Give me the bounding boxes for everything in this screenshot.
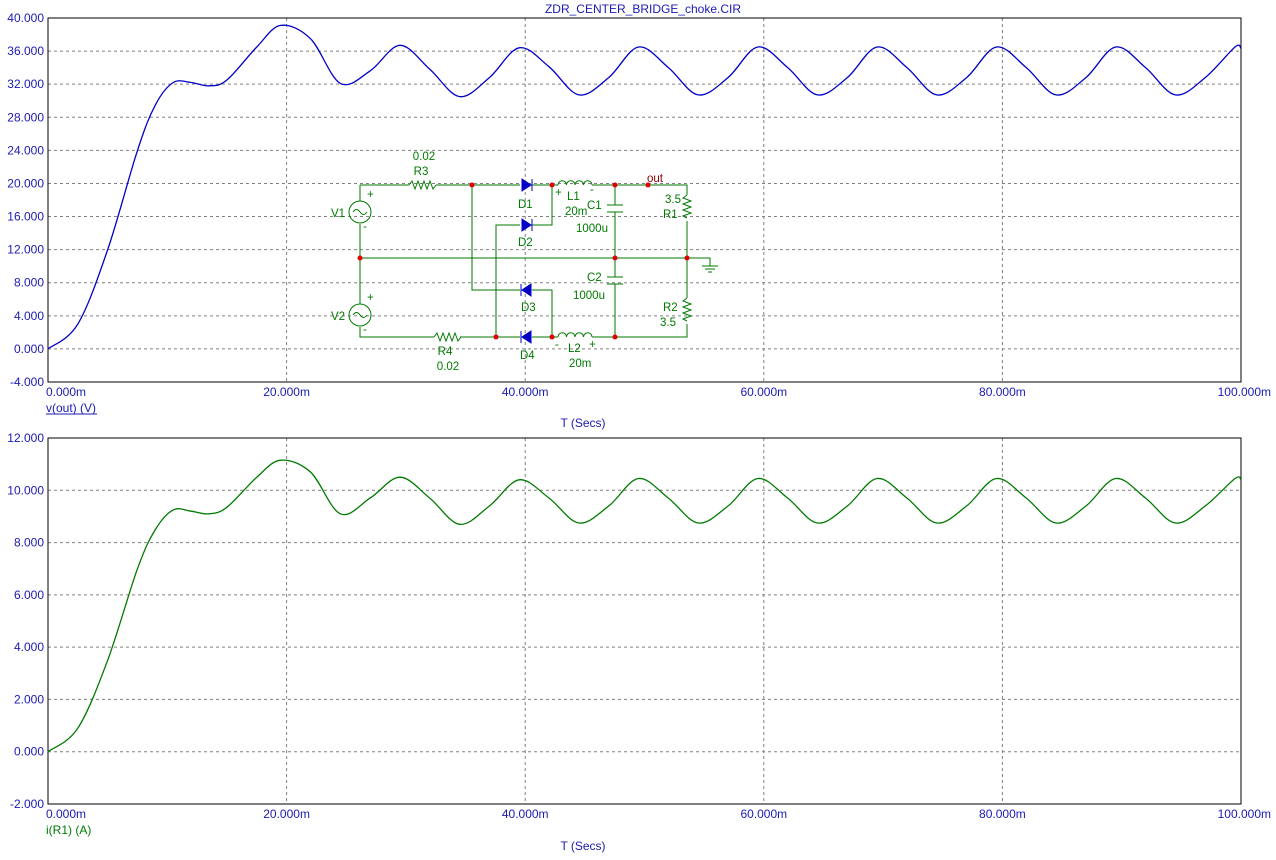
- r3-value: 0.02: [413, 151, 435, 163]
- l2-minus-sign: -: [555, 339, 559, 351]
- current-y-tick-label: 4.000: [14, 640, 44, 654]
- diode-d1[interactable]: [521, 178, 533, 192]
- l2-value: 20m: [569, 358, 591, 370]
- voltage-y-tick-label: 8.000: [14, 276, 44, 290]
- l2-ref: L2: [568, 343, 581, 355]
- voltage-x-tick-label: 80.000m: [979, 385, 1026, 399]
- c2-ref: C2: [587, 272, 602, 284]
- r2-value: 3.5: [660, 317, 676, 329]
- d2-ref: D2: [518, 237, 533, 249]
- voltage-y-tick-label: 36.000: [7, 44, 44, 58]
- c1-ref: C1: [587, 200, 602, 212]
- current-x-tick-label: 100.000m: [1218, 807, 1271, 821]
- source-v1[interactable]: + -: [348, 189, 374, 233]
- voltage-series-label[interactable]: v(out) (V): [46, 401, 96, 415]
- l1-minus-sign: -: [590, 184, 594, 196]
- voltage-x-axis-title: T (Secs): [560, 416, 605, 430]
- v2-plus-sign: +: [367, 292, 374, 304]
- v2-ref: V2: [331, 311, 345, 323]
- r4-ref: R4: [438, 346, 453, 358]
- r1-ref: R1: [663, 209, 678, 221]
- current-y-tick-label: 12.000: [7, 431, 44, 445]
- resistor-r1[interactable]: [681, 194, 693, 219]
- current-grid: [48, 438, 1241, 804]
- r2-ref: R2: [663, 302, 678, 314]
- d1-ref: D1: [518, 199, 533, 211]
- current-x-tick-label: 20.000m: [263, 807, 310, 821]
- l2-plus-sign: +: [589, 339, 596, 351]
- d3-ref: D3: [521, 302, 536, 314]
- voltage-y-tick-label: 4.000: [14, 309, 44, 323]
- current-y-tick-label: 10.000: [7, 483, 44, 497]
- diode-d2[interactable]: [521, 218, 533, 232]
- resistor-r4[interactable]: [433, 331, 462, 343]
- capacitor-c1[interactable]: [607, 204, 623, 213]
- voltage-chart: ZDR_CENTER_BRIDGE_choke.CIR -4.0000.0004…: [7, 2, 1271, 430]
- inductor-l1[interactable]: [557, 180, 593, 186]
- voltage-grid: [48, 18, 1241, 382]
- voltage-x-tick-label: 0.000m: [46, 385, 86, 399]
- v1-minus-sign: -: [363, 221, 367, 233]
- current-x-tick-label: 0.000m: [46, 807, 86, 821]
- node-label-out: out: [647, 173, 664, 185]
- voltage-y-tick-label: -4.000: [10, 375, 44, 389]
- source-v2[interactable]: + -: [348, 292, 374, 336]
- voltage-x-tick-label: 40.000m: [502, 385, 549, 399]
- diode-d4[interactable]: [520, 330, 532, 344]
- c1-value: 1000u: [576, 223, 608, 235]
- voltage-y-tick-label: 20.000: [7, 176, 44, 190]
- voltage-y-tick-labels: -4.000 0.000 4.000 8.000 12.000 16.000 20.000 2…: [7, 11, 44, 389]
- voltage-y-tick-label: 12.000: [7, 243, 44, 257]
- voltage-y-tick-label: 28.000: [7, 110, 44, 124]
- v1-plus-sign: +: [367, 189, 374, 201]
- current-chart: -2.000 0.000 2.000 4.000 6.000 8.000 10.000 12.…: [7, 431, 1271, 853]
- current-trace-line[interactable]: [47, 459, 1242, 753]
- voltage-plot-frame: [47, 17, 1242, 383]
- voltage-y-tick-label: 32.000: [7, 77, 44, 91]
- voltage-y-tick-label: 24.000: [7, 143, 44, 157]
- current-y-tick-label: 2.000: [14, 692, 44, 706]
- l1-ref: L1: [567, 191, 580, 203]
- capacitor-c2[interactable]: [607, 276, 623, 285]
- v2-minus-sign: -: [363, 324, 367, 336]
- current-x-tick-label: 60.000m: [740, 807, 787, 821]
- voltage-x-tick-label: 20.000m: [263, 385, 310, 399]
- v1-ref: V1: [331, 208, 345, 220]
- current-y-tick-label: 6.000: [14, 588, 44, 602]
- inductor-l2[interactable]: [557, 332, 593, 338]
- schematic-wires: [359, 184, 718, 338]
- resistor-r3[interactable]: [408, 179, 437, 191]
- d4-ref: D4: [520, 350, 535, 362]
- voltage-y-tick-label: 16.000: [7, 210, 44, 224]
- current-y-tick-label: -2.000: [10, 797, 44, 811]
- current-y-tick-labels: -2.000 0.000 2.000 4.000 6.000 8.000 10.000 12.…: [7, 431, 44, 811]
- r4-value: 0.02: [437, 361, 459, 373]
- current-plot-frame: [47, 437, 1242, 805]
- chart-title: ZDR_CENTER_BRIDGE_choke.CIR: [545, 2, 741, 16]
- circuit-schematic[interactable]: + - + - + - - +: [331, 151, 718, 373]
- current-y-tick-label: 0.000: [14, 745, 44, 759]
- current-x-tick-label: 80.000m: [979, 807, 1026, 821]
- voltage-x-tick-label: 60.000m: [740, 385, 787, 399]
- current-x-tick-labels: 0.000m 20.000m 40.000m 60.000m 80.000m 100.00…: [46, 807, 1271, 821]
- current-y-tick-label: 8.000: [14, 536, 44, 550]
- schematic-nodes: [357, 182, 690, 340]
- diode-d3[interactable]: [520, 283, 532, 297]
- r3-ref: R3: [414, 166, 429, 178]
- voltage-x-tick-label: 100.000m: [1218, 385, 1271, 399]
- current-x-axis-title: T (Secs): [560, 839, 605, 853]
- c2-value: 1000u: [573, 290, 605, 302]
- voltage-y-tick-label: 0.000: [14, 342, 44, 356]
- r1-value: 3.5: [665, 194, 681, 206]
- l1-value: 20m: [565, 206, 587, 218]
- current-x-tick-label: 40.000m: [502, 807, 549, 821]
- voltage-trace-line[interactable]: [47, 24, 1242, 350]
- l1-plus-sign: +: [555, 187, 562, 199]
- voltage-y-tick-label: 40.000: [7, 11, 44, 25]
- current-series-label[interactable]: i(R1) (A): [46, 823, 91, 837]
- resistor-r2[interactable]: [681, 297, 693, 322]
- voltage-x-tick-labels: 0.000m 20.000m 40.000m 60.000m 80.000m 100.00…: [46, 385, 1271, 399]
